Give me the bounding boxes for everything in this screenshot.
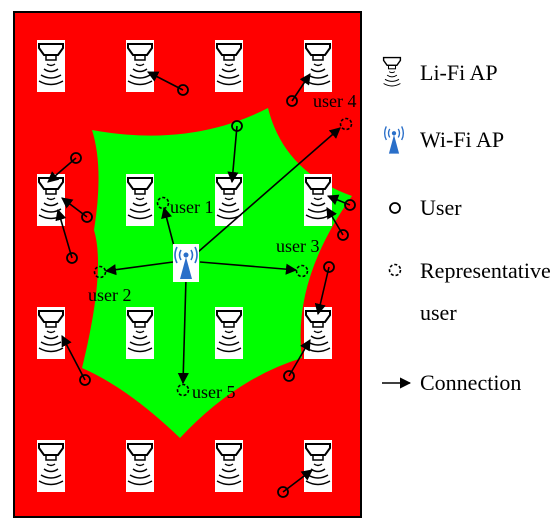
wifi-connections — [104, 127, 341, 385]
user-marker — [70, 152, 82, 164]
user-marker — [344, 199, 356, 211]
connection-arrow — [161, 206, 176, 251]
connection-arrow — [227, 125, 239, 184]
legend-connection-label: Connection — [420, 370, 521, 395]
representative-user-marker — [93, 265, 107, 279]
legend-wifi-label: Wi-Fi AP — [420, 127, 504, 152]
user-marker — [323, 261, 335, 273]
user-marker — [283, 370, 295, 382]
user-marker — [389, 202, 401, 214]
user-marker — [231, 120, 243, 132]
representative-user-marker — [156, 196, 170, 210]
lamp-icon — [125, 306, 155, 360]
lamp-icon — [303, 306, 333, 360]
connection-arrow — [282, 469, 313, 493]
connection-arrow — [55, 208, 73, 259]
antenna-icon — [382, 123, 406, 157]
lamp-icon — [381, 54, 403, 92]
connection-arrow — [177, 277, 189, 385]
legend: Li-Fi AP Wi-Fi AP User Representative us… — [381, 54, 551, 395]
user-5-label: user 5 — [192, 382, 236, 402]
legend-user-label: User — [420, 195, 462, 220]
user-4-label: user 4 — [313, 91, 357, 111]
connection-arrow — [314, 266, 330, 316]
lamp-icon — [303, 439, 333, 493]
user-marker — [81, 211, 93, 223]
legend-representative-label-line1: Representative — [420, 258, 551, 283]
lamp-icon — [214, 439, 244, 493]
representative-users — [93, 117, 353, 397]
lamp-icon — [125, 173, 155, 227]
legend-representative-label-line2: user — [420, 300, 457, 325]
user-marker — [66, 252, 78, 264]
user-3-label: user 3 — [276, 236, 320, 256]
legend-lifi-label: Li-Fi AP — [420, 60, 498, 85]
lamp-icon — [36, 306, 66, 360]
lamp-icon — [36, 439, 66, 493]
representative-user-marker — [388, 263, 402, 277]
users — [66, 84, 356, 498]
connection-arrow — [288, 339, 311, 377]
lamp-icon — [125, 439, 155, 493]
lamp-icon — [214, 173, 244, 227]
user-marker — [177, 84, 189, 96]
representative-user-marker — [339, 117, 353, 131]
user-1-label: user 1 — [170, 197, 214, 217]
connection-arrow — [147, 71, 184, 91]
user-marker — [337, 229, 349, 241]
lamp-icon — [125, 39, 155, 93]
lamp-icon — [214, 39, 244, 93]
connection-arrow — [199, 261, 298, 275]
connection-arrow — [61, 335, 86, 381]
lamp-icon — [303, 173, 333, 227]
representative-user-marker — [176, 383, 190, 397]
user-marker — [286, 95, 298, 107]
user-marker — [79, 374, 91, 386]
connection-arrow — [197, 127, 341, 253]
user-marker — [277, 486, 289, 498]
connection-arrow — [47, 157, 77, 183]
connection-arrow — [326, 194, 351, 206]
lamp-icon — [214, 306, 244, 360]
lamp-icon — [36, 39, 66, 93]
antenna-icon — [172, 243, 200, 283]
connection-arrow — [104, 261, 174, 276]
user-2-label: user 2 — [88, 285, 132, 305]
representative-user-marker — [295, 264, 309, 278]
lamp-icon — [303, 39, 333, 93]
